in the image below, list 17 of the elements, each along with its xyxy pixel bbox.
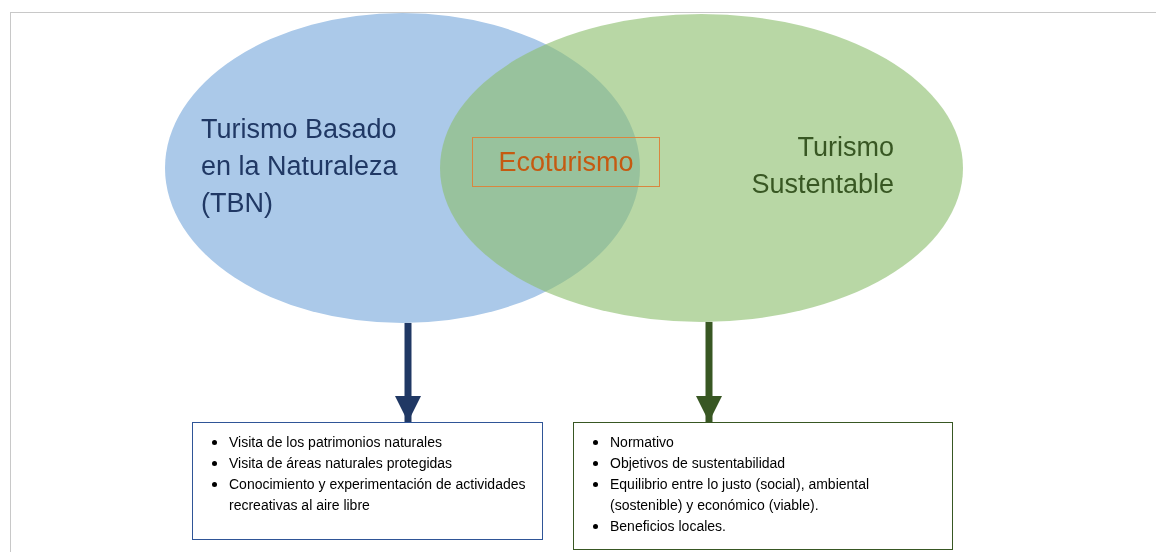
- bullet-item: Normativo: [610, 433, 675, 452]
- label-box: [472, 137, 660, 187]
- bullet-item: Objetivos de sustentabilidad: [610, 454, 787, 473]
- circle-title: Turismo Basado en la Naturaleza (TBN): [201, 113, 399, 220]
- list-box: [192, 422, 543, 540]
- bullet-item: Equilibrio entre lo justo (social), ambiental (sostenible) y económico (viable).: [610, 475, 871, 515]
- bullet-item: Visita de los patrimonios naturales: [229, 433, 443, 452]
- circle-title: Turismo Sustentable: [750, 131, 894, 201]
- bullet-item: Conocimiento y experimentación de actividades recreativas al aire libre: [229, 475, 527, 515]
- arrow: [696, 321, 722, 422]
- arrow: [395, 322, 421, 422]
- venn-circle: [440, 14, 963, 322]
- bullet-item: Beneficios locales.: [610, 517, 727, 536]
- list-box: [573, 422, 953, 550]
- bullet-item: Visita de áreas naturales protegidas: [229, 454, 454, 473]
- overlap-title: Ecoturismo: [498, 146, 634, 178]
- venn-circle: [165, 13, 640, 323]
